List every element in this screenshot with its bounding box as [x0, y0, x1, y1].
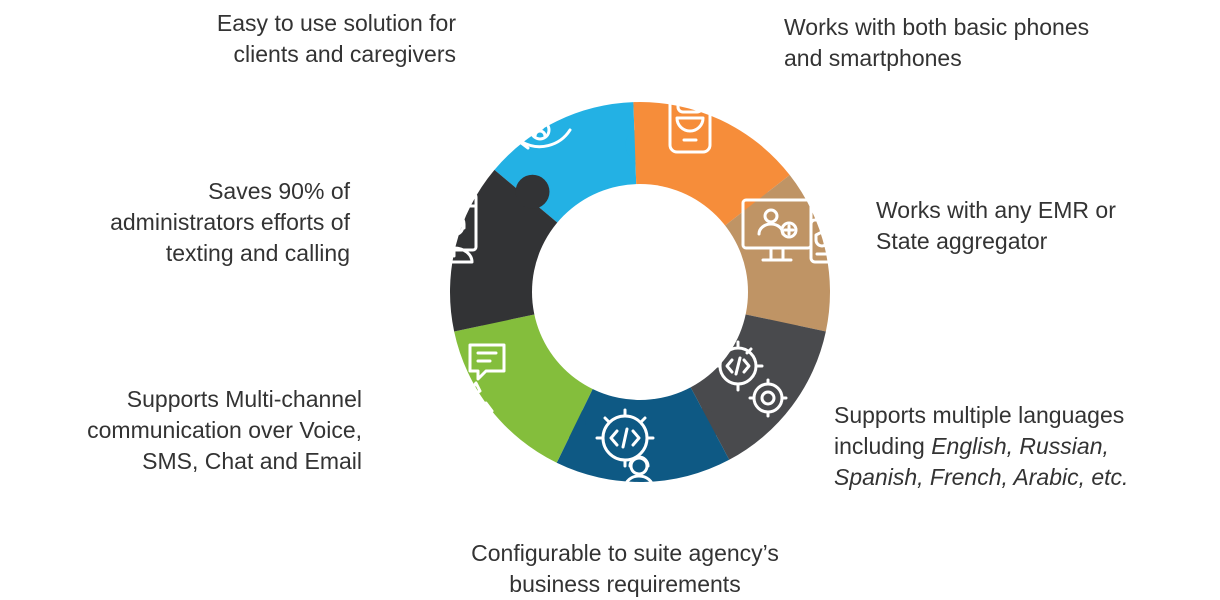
- label-line: clients and caregivers: [233, 41, 456, 67]
- label-line: Saves 90% of: [208, 178, 350, 204]
- gear-cycle-user-icon: [508, 70, 572, 150]
- code-gears-icon: [712, 340, 788, 418]
- puzzle-piece-bottom: [556, 383, 730, 482]
- label-top-right: Works with both basic phones and smartph…: [784, 12, 1089, 74]
- monitor-doctor-phone-icon: [741, 198, 835, 264]
- browser-agent-icon: [402, 192, 478, 264]
- label-line: Configurable to suite agency’s: [471, 540, 779, 566]
- label-line: Supports multiple languages: [834, 402, 1125, 428]
- label-line: State aggregator: [876, 228, 1048, 254]
- label-top: Easy to use solution for clients and car…: [217, 8, 456, 70]
- puzzle-piece-bottom-right: [688, 313, 826, 460]
- label-italic-text: English, Russian,: [931, 433, 1109, 459]
- label-line: business requirements: [509, 571, 741, 597]
- label-line: Spanish, French, Arabic, etc.: [834, 462, 1128, 493]
- label-italic-text: Spanish, French, Arabic, etc.: [834, 464, 1129, 490]
- label-line: administrators efforts of: [110, 209, 350, 235]
- label-line: Works with both basic phones: [784, 14, 1090, 40]
- label-line: Easy to use solution for: [216, 10, 456, 36]
- label-line: and smartphones: [784, 45, 962, 71]
- robot-chat-phone-icon: [427, 343, 506, 417]
- label-text: including: [834, 433, 932, 459]
- puzzle-tab-top-left: [515, 174, 550, 209]
- label-line: SMS, Chat and Email: [142, 448, 362, 474]
- label-bottom: Configurable to suite agency’s business …: [410, 538, 840, 600]
- label-line: communication over Voice,: [87, 417, 362, 443]
- puzzle-piece-bottom-left: [454, 313, 595, 463]
- label-line: Works with any EMR or: [876, 197, 1116, 223]
- code-gear-headset-icon: [595, 408, 655, 490]
- phone-robot-icon: [668, 62, 712, 154]
- label-bottom-right: Supports multiple languages including En…: [834, 400, 1128, 493]
- puzzle-piece-right: [721, 175, 830, 332]
- label-line: Supports Multi-channel: [126, 386, 362, 412]
- label-right: Works with any EMR or State aggregator: [876, 195, 1116, 257]
- label-line: including English, Russian,: [834, 431, 1128, 462]
- label-bottom-left: Supports Multi-channel communication ove…: [87, 384, 362, 477]
- label-top-left: Saves 90% of administrators efforts of t…: [110, 176, 350, 269]
- label-line: texting and calling: [165, 240, 350, 266]
